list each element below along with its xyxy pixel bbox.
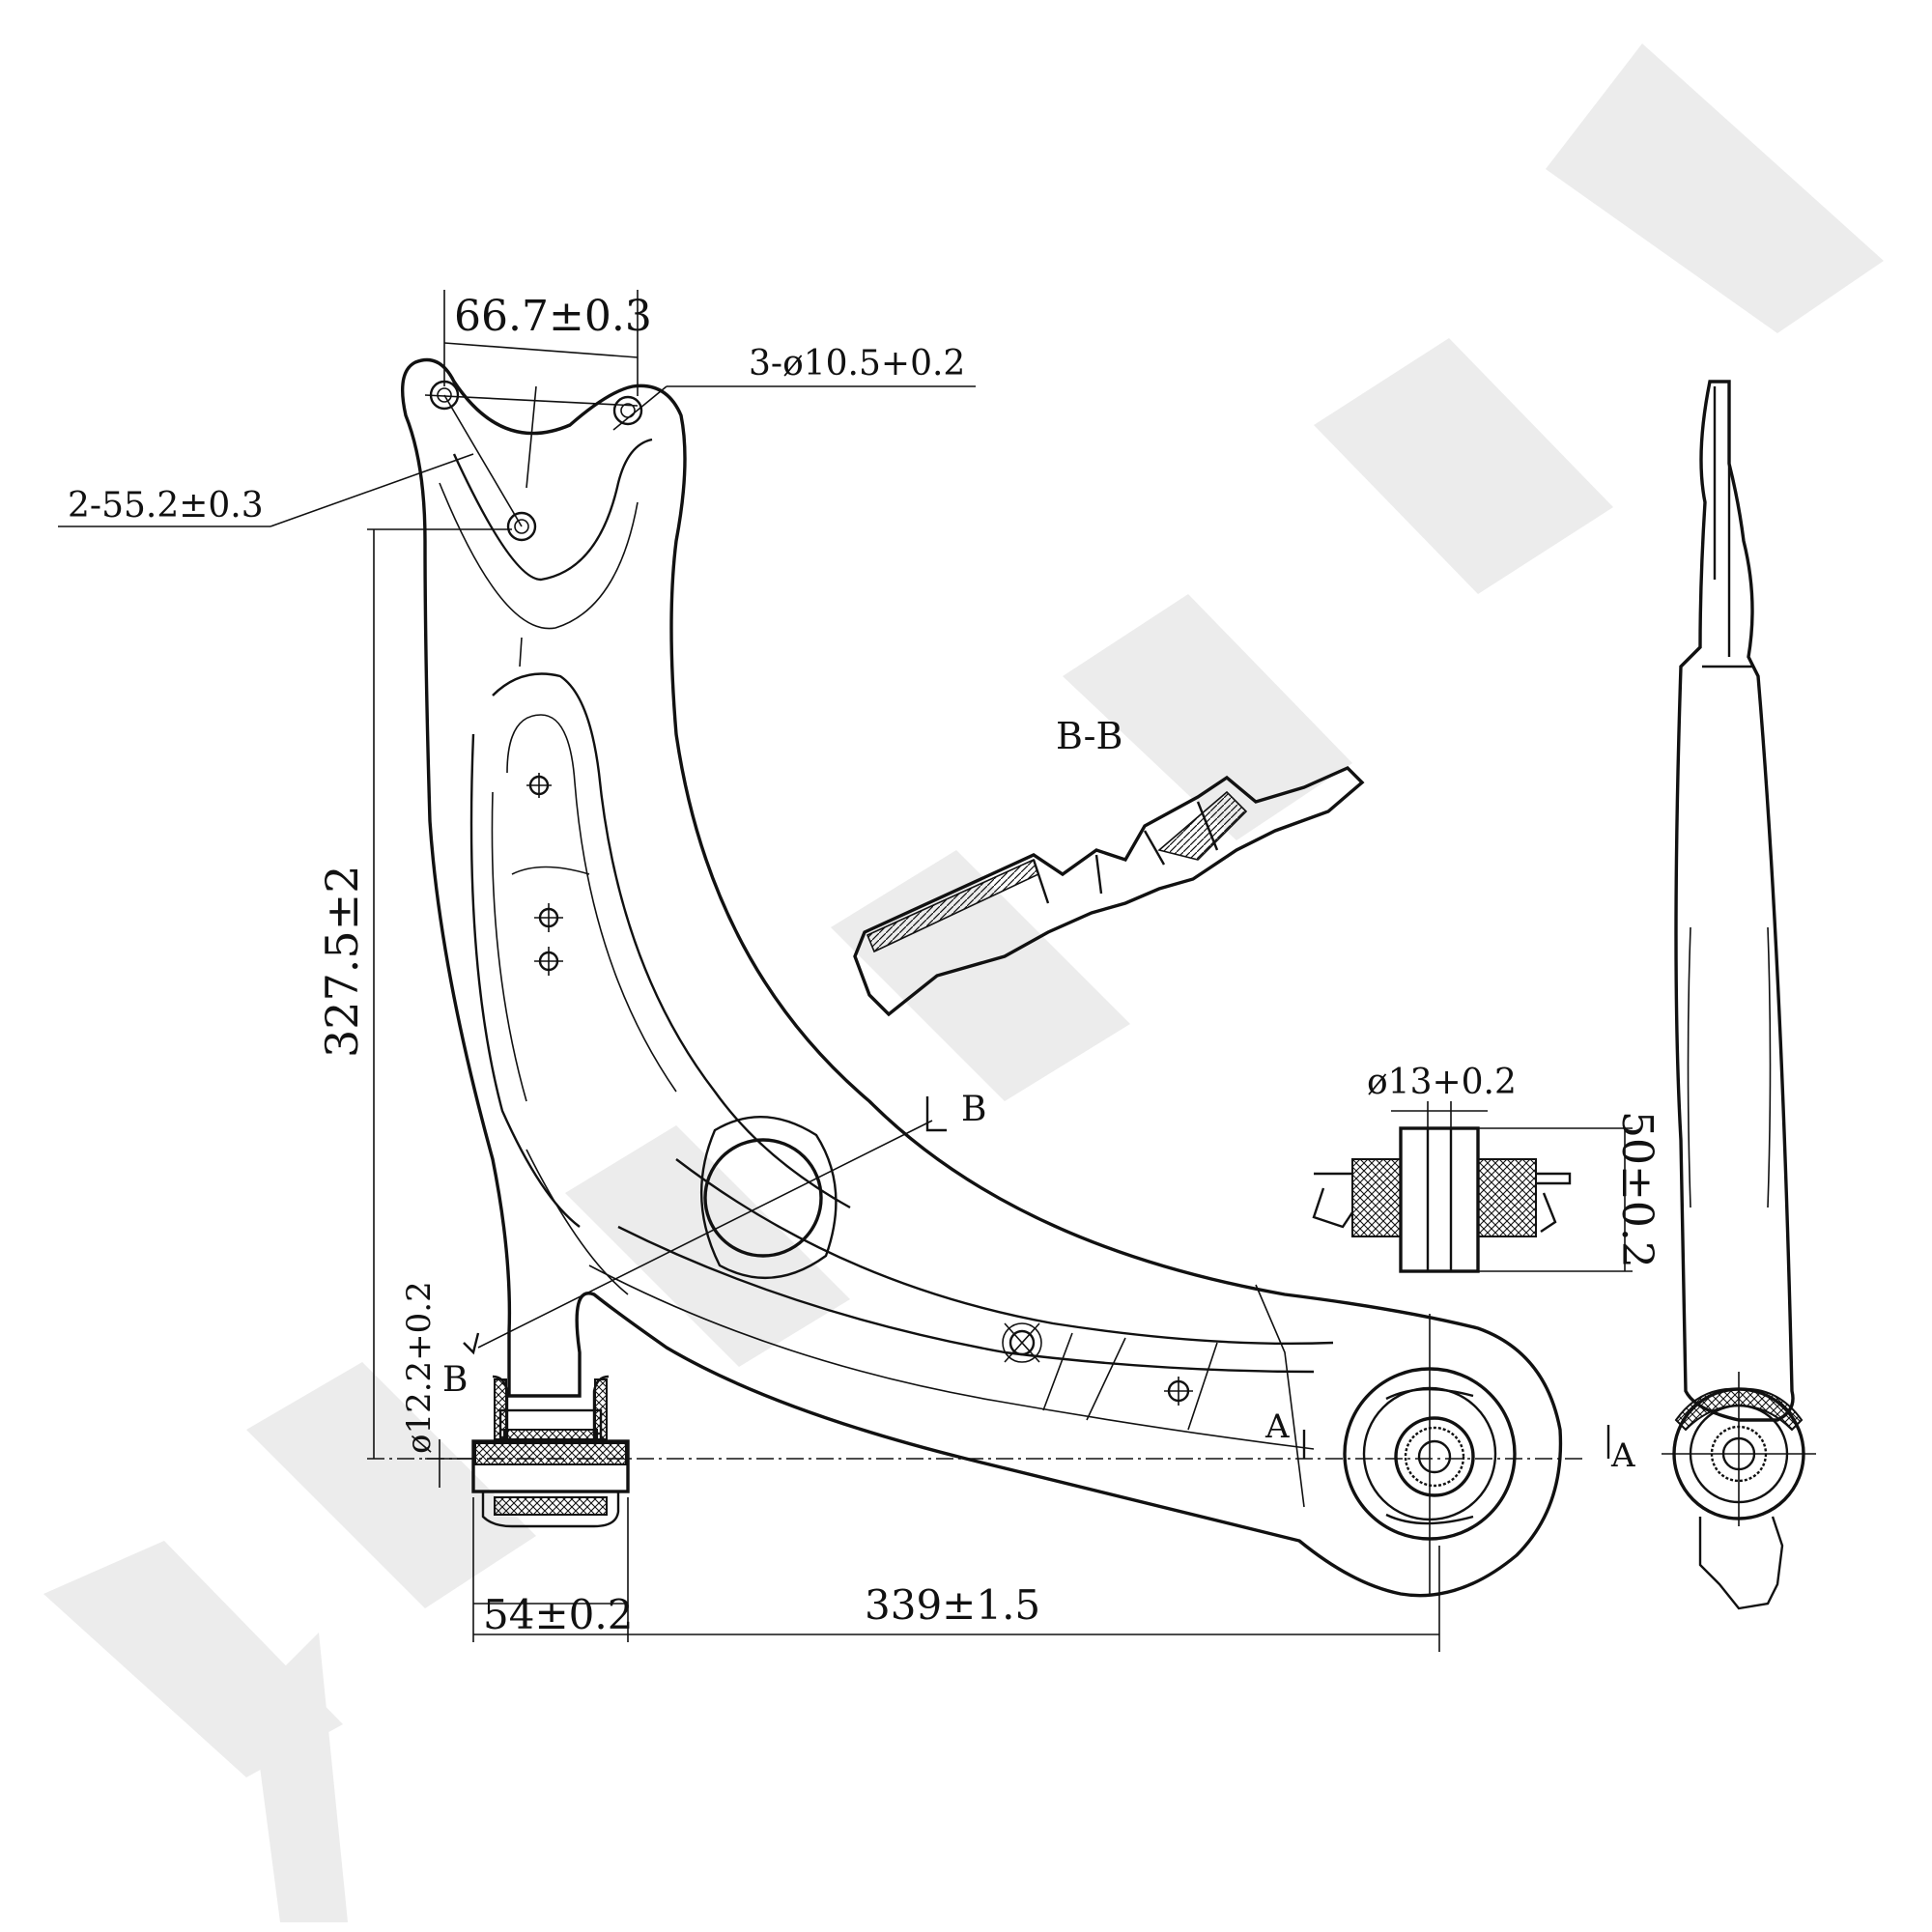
dim-bush-width: 54±0.2 — [483, 1591, 633, 1638]
dim-ball-dia: ø13+0.2 — [1367, 1063, 1517, 1102]
dim-top-spacing: 66.7±0.3 — [454, 292, 652, 341]
dim-length: 339±1.5 — [865, 1581, 1040, 1629]
ball-joint — [1343, 1314, 1517, 1594]
section-title: B-B — [1056, 715, 1122, 757]
web-holes — [526, 773, 1193, 1406]
center-bore — [699, 1115, 838, 1280]
dim-holes: 3-ø10.5+0.2 — [749, 344, 965, 384]
section-marker-bottom: B — [442, 1360, 468, 1400]
marker-a-left: A — [1264, 1407, 1290, 1446]
side-view — [1662, 380, 1816, 1610]
dim-bush-dia: ø12.2+0.2 — [400, 1281, 439, 1454]
front-bushing — [471, 1375, 630, 1528]
watermark-logo — [43, 43, 1884, 1922]
control-arm-outline — [400, 357, 1563, 1598]
top-mount-holes — [424, 380, 643, 668]
dim-slot: 2-55.2±0.3 — [68, 486, 264, 526]
ball-joint-section — [1312, 1101, 1633, 1273]
marker-a-right: A — [1610, 1436, 1635, 1475]
dimension-lines — [58, 290, 1610, 1652]
section-bb-profile — [853, 765, 1365, 1017]
dim-ball-height: 50±0.2 — [1612, 1111, 1662, 1268]
dim-height: 327.5±2 — [316, 866, 368, 1059]
section-marker-top: B — [961, 1090, 986, 1129]
